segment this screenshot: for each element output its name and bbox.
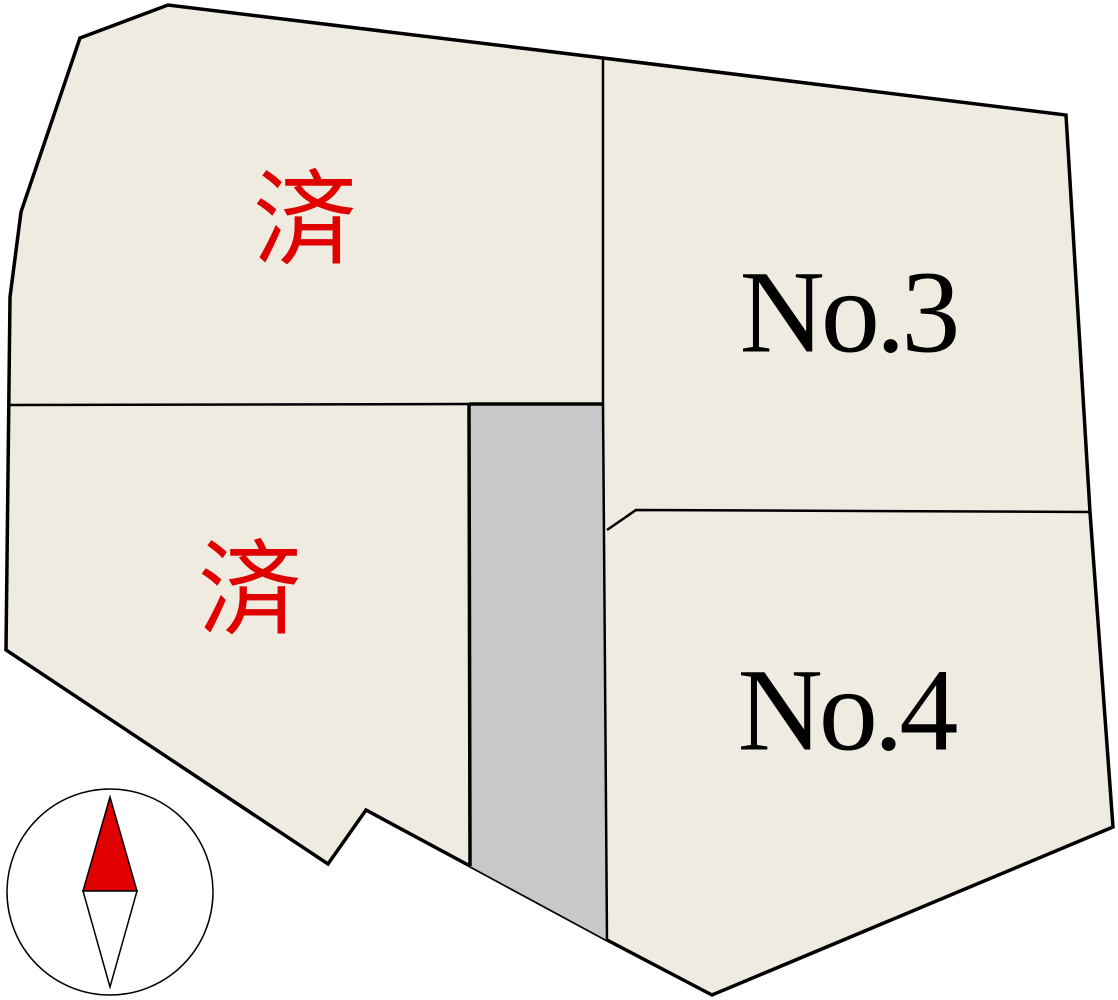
lot-label-top-left: 済 [253,159,357,281]
lot-label-bottom-left: 済 [198,529,302,651]
lot-label-no4: No.4 [738,645,958,776]
lot-label-no3: No.3 [740,247,957,378]
divider-east-vertical [601,403,609,941]
divider-west-horizontal [9,402,470,407]
driveway-edge-left [467,403,472,867]
needle-south [82,890,138,990]
shared-driveway [469,404,607,940]
north-arrow-icon [6,788,214,996]
divider-no3-no4 [606,508,1091,532]
